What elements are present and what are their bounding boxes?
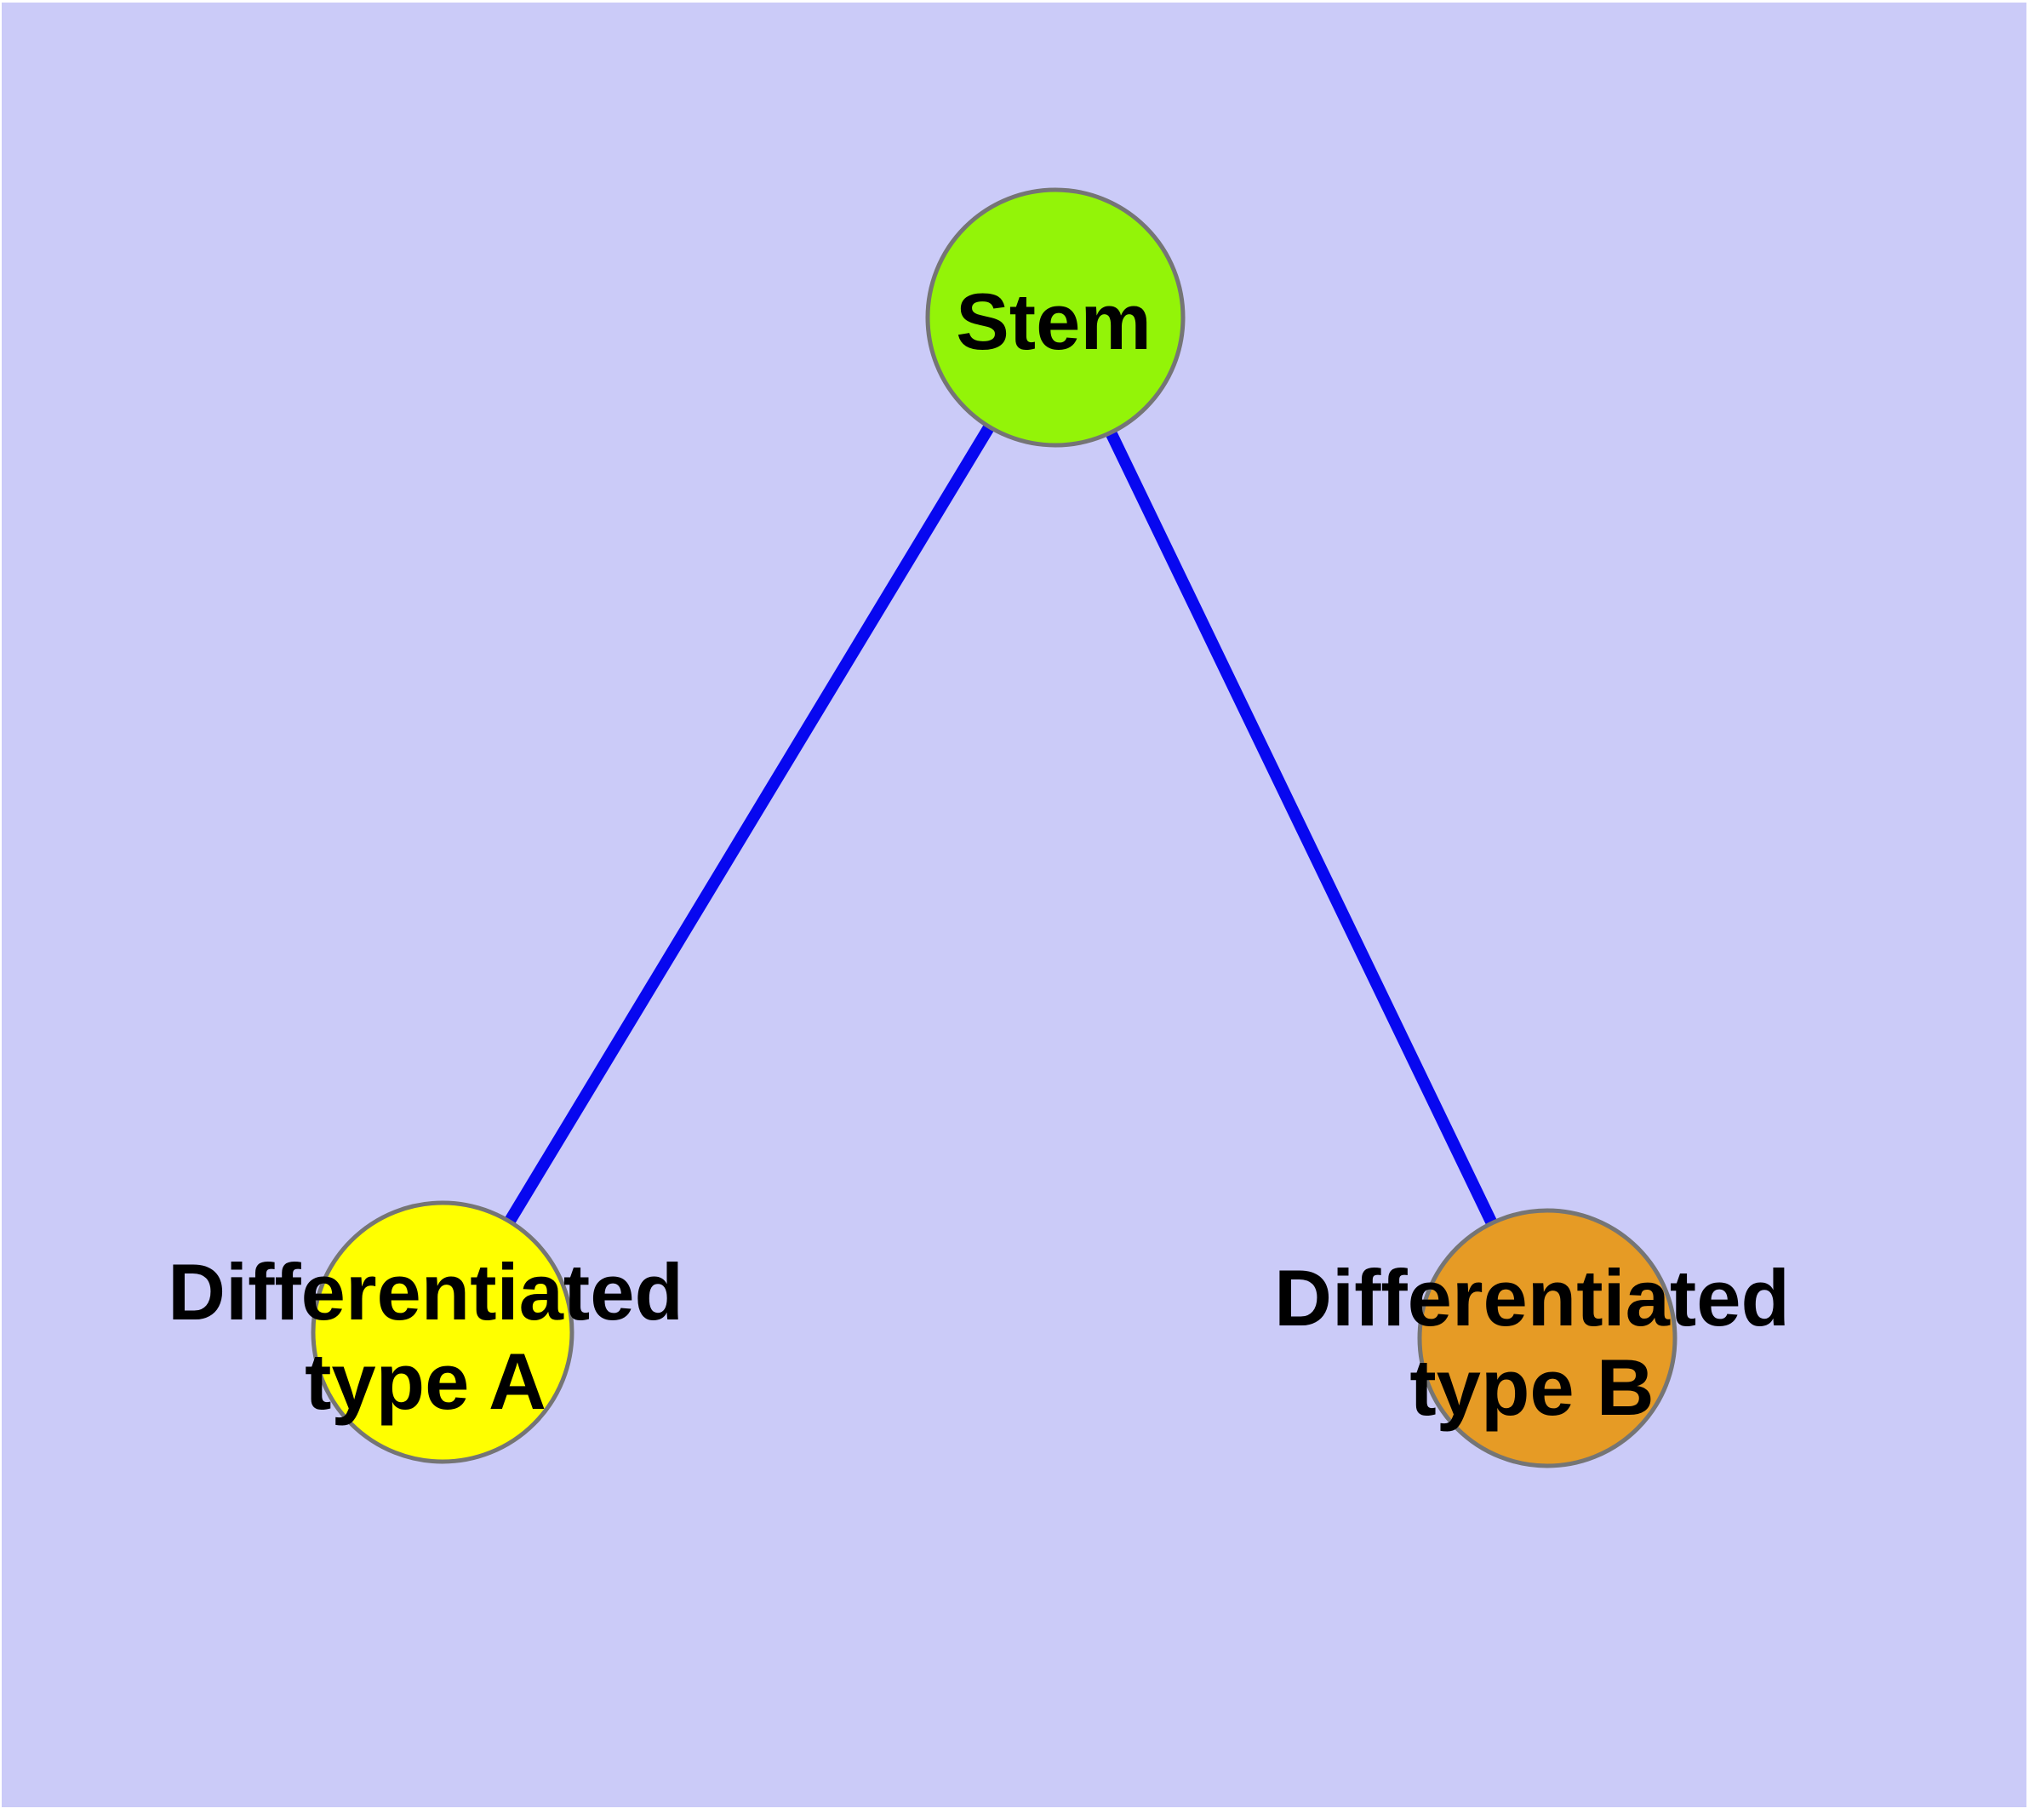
node-type-b-label-line2: type B (1409, 1342, 1654, 1432)
node-type-a-label-line2: type A (305, 1336, 546, 1426)
node-stem-circle (925, 187, 1186, 448)
node-type-a-label-line1: Differentiated (168, 1247, 683, 1336)
node-stem-label: Stem (956, 277, 1152, 366)
edge-stem-to-type-a (437, 314, 1060, 1336)
node-type-b-label-line1: Differentiated (1274, 1253, 1790, 1342)
node-type-a: Differentiated type A (168, 1200, 683, 1464)
node-type-b: Differentiated type B (1274, 1208, 1790, 1468)
node-type-a-circle (311, 1200, 574, 1464)
node-stem: Stem (925, 187, 1186, 448)
edge-stem-to-type-b (1049, 314, 1553, 1342)
node-type-b-circle (1417, 1208, 1677, 1468)
